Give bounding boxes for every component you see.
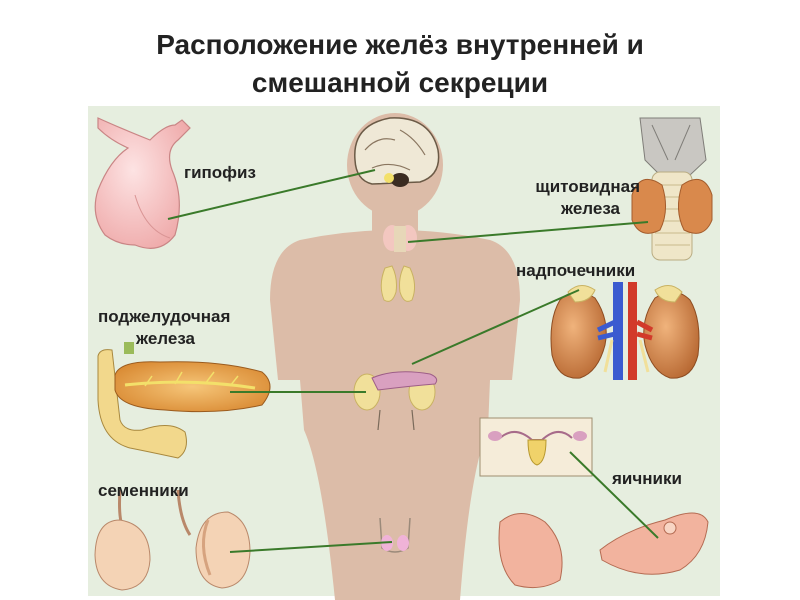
label-thyroid-line1: щитовидная [535, 177, 640, 196]
title-line-1: Расположение желёз внутренней и [156, 29, 644, 60]
pointer-line-ovaries [569, 451, 659, 539]
pointer-line-pituitary [167, 169, 376, 220]
pointer-lines [167, 169, 659, 553]
label-ovaries: яичники [611, 469, 682, 488]
thymus-icon [380, 265, 416, 302]
thyroid-gland-icon [631, 117, 713, 261]
testes-icon [94, 489, 251, 591]
pituitary-marker-icon [384, 173, 394, 183]
pancreas-icon [97, 342, 271, 459]
pointer-line-adrenal [411, 289, 580, 365]
pituitary-gland-icon [94, 117, 191, 249]
genital-region-icon [379, 517, 411, 553]
abdominal-glands-icon [353, 371, 438, 431]
label-thyroid-line2: железа [560, 199, 621, 218]
label-testes: семенники [98, 481, 189, 500]
pointer-line-thyroid [407, 221, 649, 243]
adrenal-glands-kidneys-icon [550, 282, 700, 380]
label-pancreas-line1: поджелудочная [98, 307, 230, 326]
uterus-inset-icon [479, 417, 593, 477]
pointer-line-testes [229, 541, 393, 553]
label-adrenal: надпочечники [516, 261, 635, 280]
ovaries-icon [498, 512, 709, 589]
slide-title: Расположение желёз внутренней и смешанно… [0, 26, 800, 102]
label-pituitary: гипофиз [184, 163, 256, 182]
brain-icon [354, 117, 440, 187]
title-line-2: смешанной секреции [251, 67, 549, 98]
thyroid-body-icon [383, 225, 417, 252]
label-pancreas-line2: железа [135, 329, 196, 348]
